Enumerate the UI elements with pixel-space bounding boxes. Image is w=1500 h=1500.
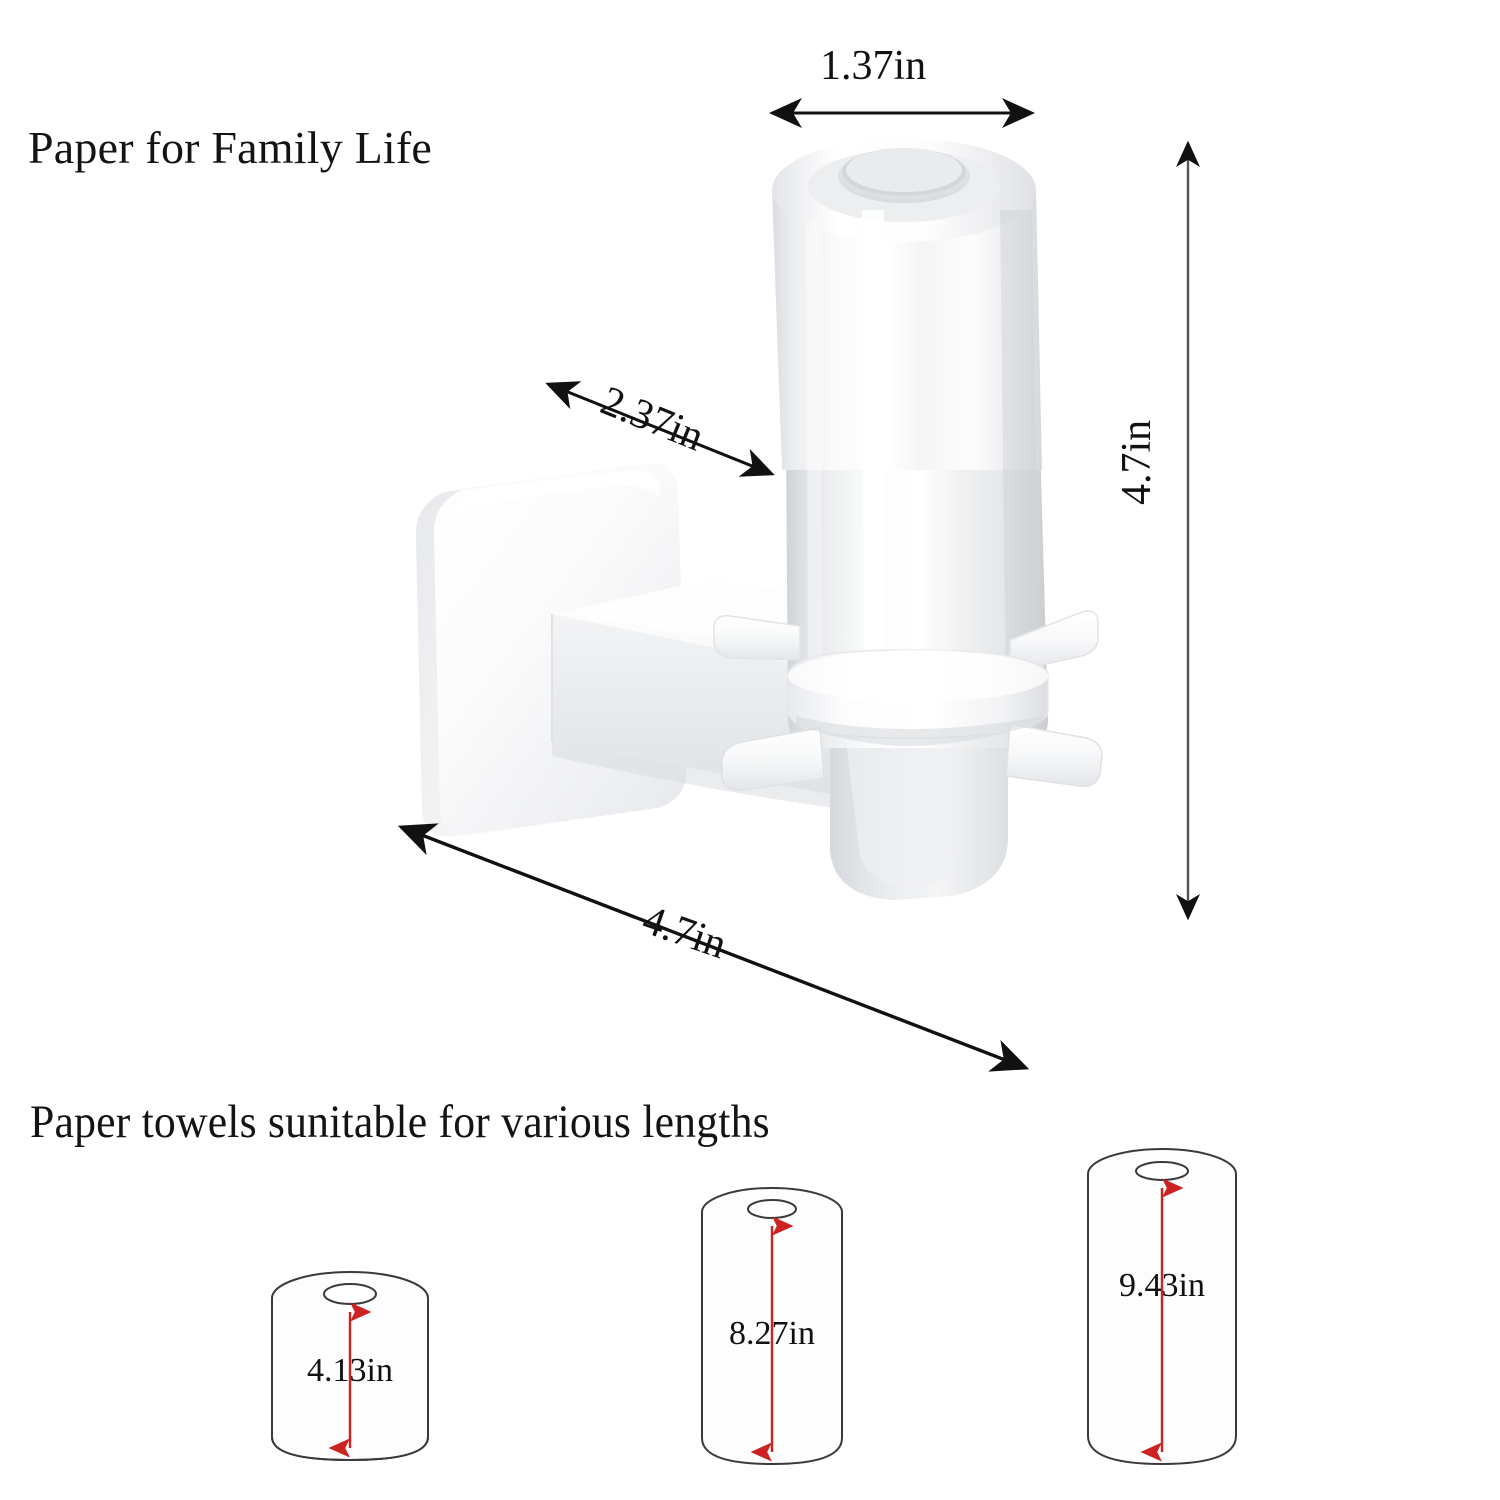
page-title: Paper for Family Life <box>28 122 433 173</box>
paper-roll-large-label: 9.43in <box>1119 1267 1205 1304</box>
paper-roll-medium <box>672 1180 872 1480</box>
section-title-towels: Paper towels sunitable for various lengt… <box>30 1096 770 1148</box>
holder-base <box>830 740 1008 900</box>
dimension-label-overall-height: 4.7in <box>1114 419 1160 505</box>
tube-collar-and-prongs <box>713 610 1103 791</box>
paper-roll-small-label: 4.13in <box>307 1352 393 1389</box>
dimension-label-tube-diameter: 1.37in <box>820 43 927 89</box>
paper-roll-small <box>250 1262 450 1477</box>
paper-roll-large <box>1062 1140 1262 1480</box>
paper-roll-medium-label: 8.27in <box>729 1315 815 1352</box>
